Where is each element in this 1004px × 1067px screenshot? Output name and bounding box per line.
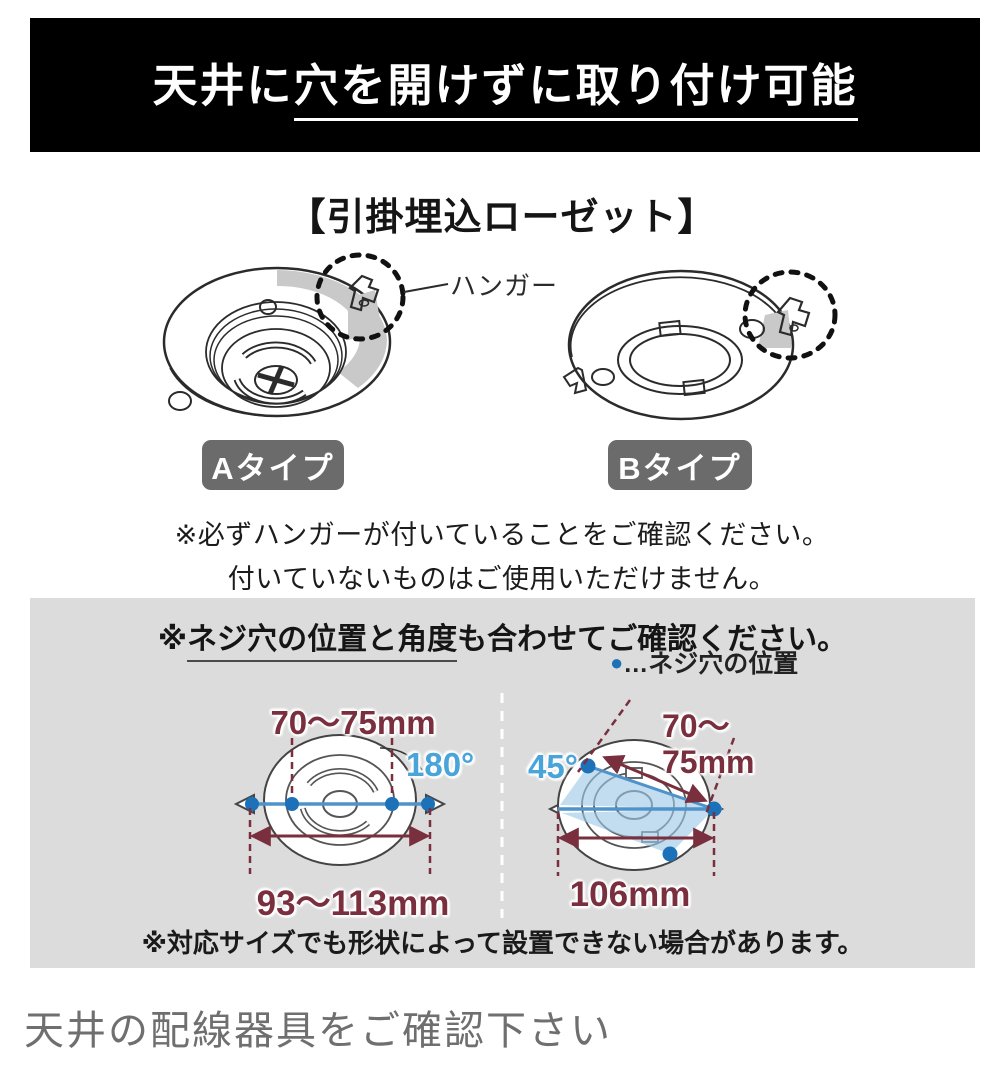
dotted-highlight-circle-a <box>314 252 406 342</box>
screw-position-diagrams <box>233 693 736 918</box>
banner-title-underlined: 穴を開けずに取り付け可能 <box>293 59 858 121</box>
screw-hole-legend: ●…ネジ穴の位置 <box>610 644 798 680</box>
screw-position-panel: ※ネジ穴の位置と角度も合わせてご確認ください。 ●…ネジ穴の位置 70〜75mm… <box>30 598 975 968</box>
measure-b-diagonal-line2: 75mm <box>662 744 755 780</box>
angle-a-180: 180° <box>406 746 475 783</box>
panel-title-underlined: ネジ穴の位置と角度 <box>187 623 458 662</box>
rosette-section-title: 【引掛埋込ローゼット】 <box>287 197 717 239</box>
angle-b-45: 45° <box>528 748 578 785</box>
measure-b-bottom: 106mm <box>569 875 691 914</box>
rosette-illustrations <box>162 252 838 421</box>
diagram-b-measurements <box>547 699 736 876</box>
measure-b-diagonal: 70〜75mm <box>662 708 755 780</box>
hanger-note-line2: 付いていないものはご使用いただけません。 <box>227 564 777 594</box>
measure-a-bottom: 93〜113mm <box>256 884 450 923</box>
banner-title-plain: 天井に <box>152 59 294 111</box>
banner-title: 天井に穴を開けずに取り付け可能 <box>152 49 858 122</box>
diagram-a-measurements <box>233 734 447 874</box>
rosette-a-illustration <box>162 252 449 418</box>
panel-title-rest: も合わせてご確認ください。 <box>457 623 848 656</box>
panel-note: ※対応サイズでも形状によって設置できない場合があります。 <box>141 928 864 958</box>
type-b-badge: Bタイプ <box>608 440 752 490</box>
type-a-badge: Aタイプ <box>202 440 344 490</box>
dotted-highlight-circle-b <box>742 269 838 361</box>
rosette-b-illustration <box>562 269 838 421</box>
footer-caption: 天井の配線器具をご確認下さい <box>24 1009 612 1053</box>
hanger-leader-line <box>403 283 449 293</box>
hanger-hook-icon <box>776 296 811 337</box>
screw-hole-dot-icon: ● <box>610 650 624 675</box>
legend-text: …ネジ穴の位置 <box>623 650 799 678</box>
panel-title: ※ネジ穴の位置と角度も合わせてご確認ください。 <box>30 614 975 662</box>
measure-a-top: 70〜75mm <box>270 704 436 741</box>
hanger-note-line1: ※必ずハンガーが付いていることをご確認ください。 <box>174 520 830 550</box>
header-banner: 天井に穴を開けずに取り付け可能 <box>30 18 980 152</box>
hanger-hook-icon <box>348 274 380 312</box>
panel-title-prefix: ※ <box>157 623 188 656</box>
measure-b-diagonal-line1: 70〜 <box>662 708 730 744</box>
hanger-label: ハンガー <box>450 271 559 301</box>
